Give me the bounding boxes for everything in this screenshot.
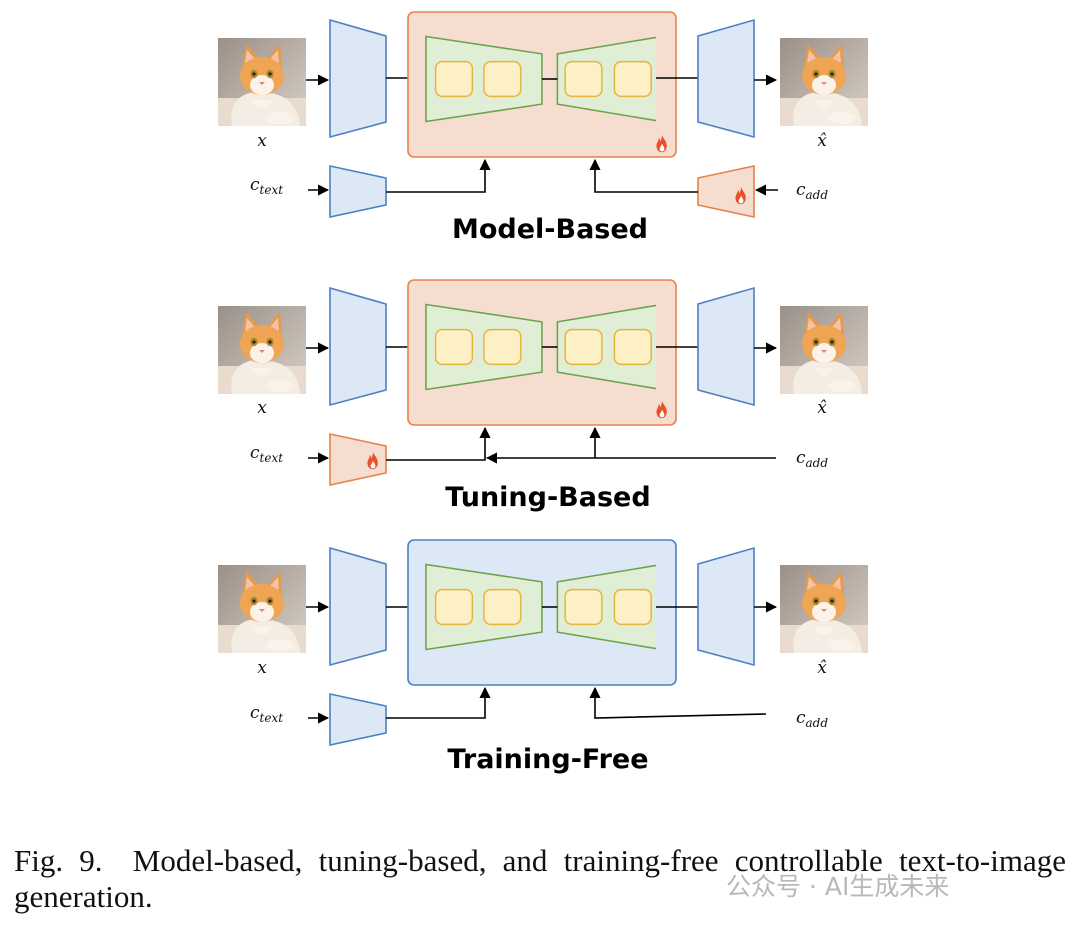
image-encoder [330,20,386,137]
text-condition-label: ctext [250,443,283,465]
text-encoder-trainable [330,434,386,485]
image-encoder [330,548,386,665]
add-condition-label: cadd [796,708,828,730]
panel-training-free: x x̂ ctext cadd Training-Free [218,540,868,775]
add-condition-label: cadd [796,448,828,470]
output-image [780,38,868,126]
input-label: x [257,658,267,678]
panel-title: Model-Based [452,214,648,245]
image-encoder [330,288,386,405]
text-condition-label: ctext [250,175,283,197]
input-label: x [257,398,267,418]
output-image [780,565,868,653]
output-label: x̂ [817,658,827,678]
panel-title: Training-Free [447,744,648,775]
input-label: x [257,131,267,151]
image-decoder [698,20,754,137]
image-decoder [698,548,754,665]
input-image [218,565,306,653]
figure-label: Fig. 9. [14,843,103,878]
panel-title: Tuning-Based [445,482,650,513]
output-label: x̂ [817,398,827,418]
image-decoder [698,288,754,405]
watermark: 公众号 · AI生成未来 [726,867,949,903]
panel-tuning-based: x x̂ ctext cadd Tuning-Based [218,280,868,513]
text-condition-label: ctext [250,703,283,725]
add-condition-label: cadd [796,180,828,202]
input-image [218,38,306,126]
output-label: x̂ [817,131,827,151]
panel-model-based: x x̂ ctext cadd Model-Based [218,12,868,245]
input-image [218,306,306,394]
text-encoder [330,166,386,217]
text-encoder [330,694,386,745]
output-image [780,306,868,394]
diagram: x x̂ ctext cadd Model-Based [0,0,1080,820]
condition-adapter-trainable [698,166,754,217]
